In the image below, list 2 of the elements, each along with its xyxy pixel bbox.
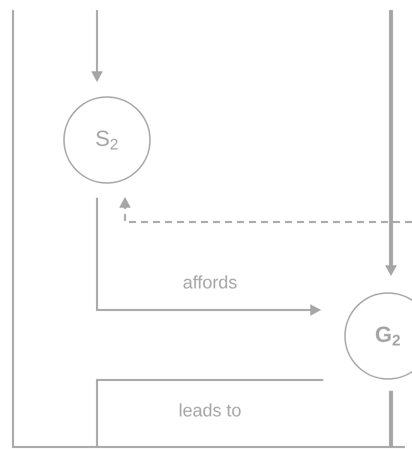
edge-label: affords [182, 274, 238, 290]
edge-label: leads to [178, 402, 242, 418]
